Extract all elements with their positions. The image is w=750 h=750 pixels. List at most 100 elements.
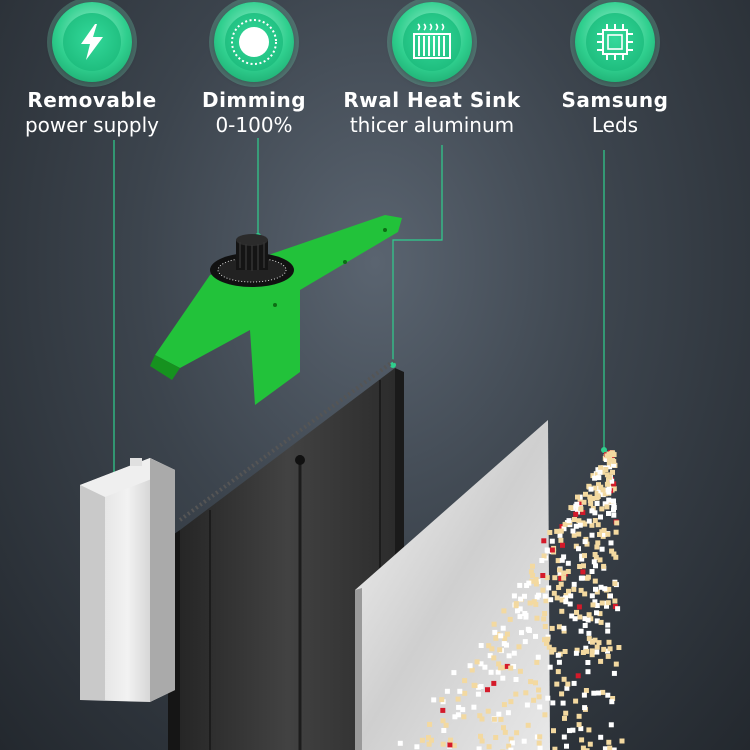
led-dot <box>505 710 511 716</box>
led-dot <box>594 603 600 608</box>
led-dot <box>495 631 501 637</box>
led-dot <box>596 475 602 481</box>
led-dot <box>551 728 556 734</box>
led-dot <box>606 639 612 645</box>
led-dot <box>486 744 492 750</box>
led-dot <box>439 697 445 703</box>
led-dot <box>594 544 600 550</box>
led-dot <box>541 553 547 559</box>
led-dot <box>603 457 609 462</box>
led-dot <box>545 695 551 701</box>
led-dot <box>562 521 568 527</box>
feature-subtitle: power supply <box>24 113 160 137</box>
chip-icon <box>597 24 633 60</box>
led-dot <box>554 528 560 534</box>
led-dot <box>523 690 529 696</box>
led-dot <box>562 715 567 721</box>
led-dot <box>607 745 613 750</box>
led-dot <box>601 531 607 537</box>
led-dot <box>542 637 547 643</box>
led-dot <box>585 574 591 580</box>
led-dot <box>584 648 590 654</box>
led-dot <box>561 625 567 631</box>
led-dot <box>478 643 484 648</box>
led-dot <box>576 531 582 537</box>
led-dot <box>592 485 598 491</box>
led-dot <box>397 740 403 746</box>
led-dot <box>579 553 585 559</box>
led-dot <box>561 734 567 740</box>
led-dot <box>578 587 584 593</box>
led-dot <box>508 665 514 671</box>
led-dot <box>566 588 571 594</box>
led-dot <box>511 650 517 656</box>
led-dot <box>544 640 549 646</box>
led-dot <box>585 617 591 623</box>
led-dot <box>485 708 491 714</box>
led-dot <box>509 740 515 746</box>
led-dot <box>477 713 483 719</box>
feature-title: Rwal Heat Sink <box>343 88 521 112</box>
led-dot <box>592 552 598 557</box>
led-dot <box>488 669 494 675</box>
led-dot <box>492 629 498 635</box>
led-dot <box>604 603 609 609</box>
led-dot <box>566 518 572 524</box>
led-dot <box>475 691 481 697</box>
feature-subtitle: Leds <box>591 113 639 137</box>
led-dot <box>502 635 508 641</box>
led-dot <box>590 602 596 608</box>
led-dot <box>533 577 539 582</box>
led-dot <box>604 504 610 510</box>
led-dot <box>579 556 585 562</box>
led-dot <box>495 669 501 675</box>
led-dot <box>577 522 583 528</box>
led-dot <box>606 739 612 745</box>
led-dot <box>542 624 548 629</box>
led-dot <box>611 481 617 487</box>
led-dot <box>600 487 606 493</box>
led-dot <box>476 746 482 750</box>
led-dot <box>543 598 549 604</box>
led-dot <box>588 486 594 492</box>
dimmer-bracket <box>150 215 402 405</box>
led-dot <box>611 747 617 750</box>
led-dot <box>576 546 581 552</box>
led-dot <box>611 498 616 504</box>
power-supply-unit <box>80 458 175 702</box>
led-dot <box>597 469 603 475</box>
led-dot <box>602 491 608 497</box>
dimmer-dial-icon <box>231 19 277 65</box>
led-dot <box>506 653 512 659</box>
led-dot <box>577 564 583 569</box>
led-dot <box>536 694 542 700</box>
led-dot <box>577 500 583 506</box>
led-dot <box>486 643 492 649</box>
led-dot <box>603 467 609 472</box>
led-dot <box>560 700 566 706</box>
led-dot <box>589 648 595 654</box>
led-dot <box>610 696 616 701</box>
led-dot <box>613 529 619 535</box>
led-dot <box>606 474 612 480</box>
led-dot <box>552 746 558 750</box>
led-dot <box>602 746 608 750</box>
led-dot <box>491 716 497 722</box>
led-dot <box>497 647 503 653</box>
led-dot <box>581 563 586 569</box>
led-dot <box>469 667 475 673</box>
led-dot <box>533 680 538 686</box>
led-dot <box>614 520 620 526</box>
led-dot <box>519 630 524 636</box>
led-dot <box>589 652 595 658</box>
led-dot <box>517 582 523 588</box>
led-dot <box>606 460 612 466</box>
led-dot <box>544 547 550 553</box>
led-dot <box>605 628 611 634</box>
led-dot <box>541 616 547 622</box>
led-dot <box>609 478 615 484</box>
led-dot <box>586 630 592 636</box>
led-dot <box>568 593 574 599</box>
led-dot <box>605 648 610 654</box>
led-dot <box>559 691 565 697</box>
